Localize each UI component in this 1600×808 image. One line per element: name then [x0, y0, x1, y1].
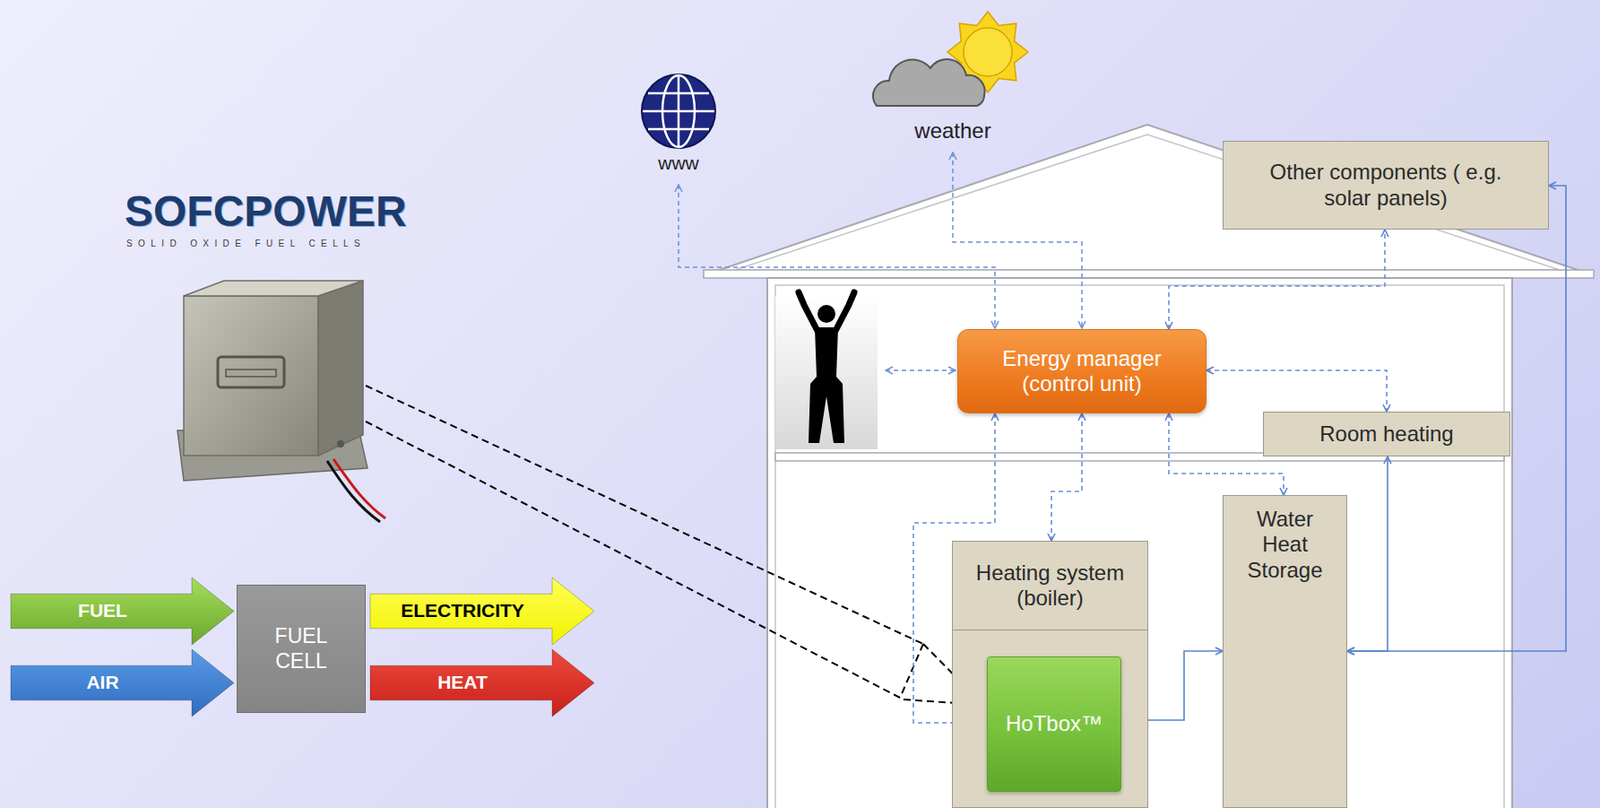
globe-icon — [641, 74, 716, 148]
weather-icon — [873, 11, 1029, 106]
output-arrow: HEAT — [369, 648, 596, 718]
connector — [1347, 456, 1388, 651]
output-arrow: ELECTRICITY — [369, 576, 596, 646]
node-text: Heating system (boiler) — [952, 541, 1148, 631]
leader-line — [365, 385, 984, 705]
house-outline — [703, 124, 1594, 808]
fuel-cell-unit — [177, 280, 386, 522]
storage-box: Water Heat Storage — [1222, 494, 1348, 808]
process-box: FUEL CELL — [236, 584, 366, 713]
control-box: Energy manager (control unit) — [957, 328, 1207, 414]
node-text: ELECTRICITY — [400, 599, 525, 623]
connector — [1051, 413, 1082, 541]
icon-label: weather — [899, 118, 1007, 144]
node-text: Energy manager (control unit) — [974, 345, 1190, 398]
node-text: HoTbox™ — [1005, 710, 1103, 736]
input-arrow: FUEL — [9, 576, 235, 646]
arrow-shape — [9, 648, 235, 718]
node-text: Room heating — [1319, 421, 1453, 447]
person-figure — [775, 292, 878, 450]
node-text: Water Heat Storage — [1240, 506, 1331, 583]
logo-text: SOFCPOWER — [124, 186, 407, 236]
component-box: Room heating — [1262, 411, 1511, 457]
node-text: Other components ( e.g. solar panels) — [1251, 159, 1521, 211]
node-text: AIR — [86, 671, 119, 694]
component-box: Other components ( e.g. solar panels) — [1222, 140, 1549, 230]
input-arrow: AIR — [9, 648, 235, 718]
node-text: FUEL CELL — [265, 623, 338, 673]
node-text: FUEL — [77, 599, 128, 623]
icon-label: www — [642, 152, 715, 174]
connector — [1206, 370, 1387, 412]
fuel-cell-box: HoTbox™ — [986, 656, 1122, 792]
node-text: HEAT — [437, 671, 488, 694]
connector — [1168, 229, 1385, 329]
logo-subtitle: SOLID OXIDE FUEL CELLS — [126, 238, 366, 249]
boiler-box: Heating system (boiler) HoTbox™ — [951, 540, 1149, 808]
